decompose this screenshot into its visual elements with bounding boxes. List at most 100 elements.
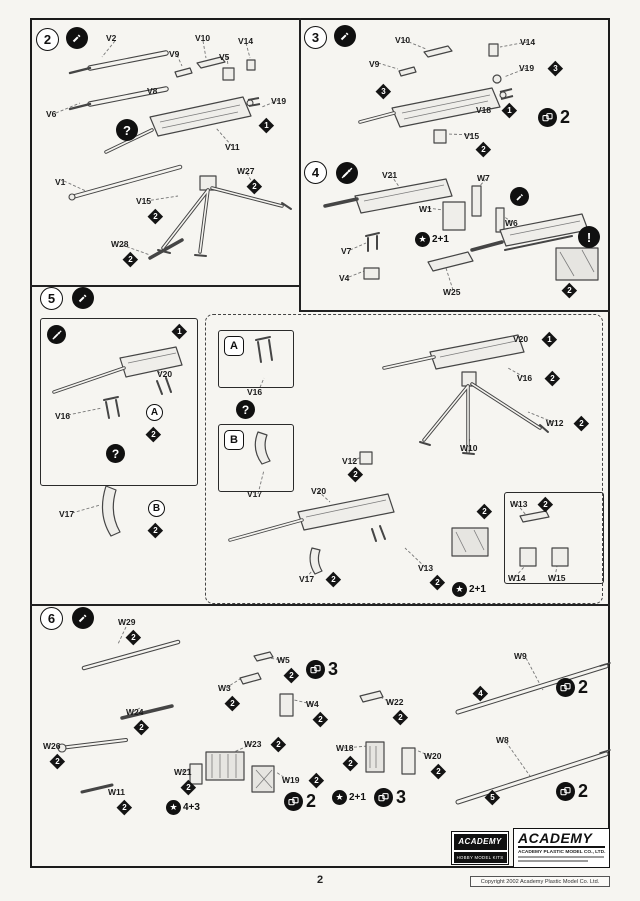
part-label-v9: V9 [369,59,380,69]
runner-diamond-2: 2 [392,709,409,726]
question-icon: ? [236,400,255,419]
star-quantity-badge: ★2+1 [332,790,366,805]
runner-diamond-2: 2 [270,736,287,753]
runner-diamond-1: 1 [501,102,518,119]
runner-diamond-2: 2 [246,178,263,195]
option-b-box [218,424,294,492]
part-label-v5: V5 [219,52,230,62]
step-6-marker: 6 [40,607,63,630]
quantity-icon [284,792,303,811]
runner-diamond-2: 2 [180,779,197,796]
star-icon: ★ [452,582,467,597]
page-frame [30,18,610,868]
academy-company-name: ACADEMY PLASTIC MODEL CO., LTD. [518,849,606,855]
runner-diamond-2: 2 [537,496,554,513]
option-a-box [218,330,294,388]
runner-diamond-2: 2 [125,629,142,646]
academy-logo-small-subtitle: HOBBY MODEL KITS [453,851,507,863]
part-label-w1: W1 [419,204,432,214]
runner-diamond-3: 3 [547,60,564,77]
academy-logo-main: ACADEMY ACADEMY PLASTIC MODEL CO., LTD. [513,828,610,868]
exclamation-icon: ! [578,226,600,248]
part-label-v13: V13 [418,563,434,573]
part-label-v19: V19 [519,63,535,73]
address-line [518,856,604,859]
runner-diamond-2: 2 [312,711,329,728]
quantity-icon [306,660,325,679]
part-label-v16: V16 [517,373,533,383]
part-label-v17: V17 [299,574,315,584]
part-label-w21: W21 [174,767,192,777]
section-divider [299,310,610,312]
runner-diamond-2: 2 [561,282,578,299]
runner-diamond-1: 1 [258,117,275,134]
glue-icon [72,287,94,309]
runner-diamond-2: 2 [347,466,364,483]
make-quantity-badge: 2 [556,782,588,801]
no-glue-icon [47,325,66,344]
step5-option-box [40,318,198,486]
part-label-w5: W5 [277,655,290,665]
star-quantity-badge: ★4+3 [166,800,200,815]
part-label-w18: W18 [336,743,354,753]
part-label-v17: V17 [247,489,263,499]
runner-diamond-2: 2 [544,370,561,387]
runner-diamond-2: 2 [325,571,342,588]
part-label-v21: V21 [382,170,398,180]
part-label-v12: V12 [342,456,358,466]
part-label-v20: V20 [513,334,529,344]
step-5-marker: 5 [40,287,63,310]
option-a-marker: A [224,336,244,356]
section-divider [30,285,299,287]
part-label-w23: W23 [244,739,262,749]
part-label-v10: V10 [195,33,211,43]
runner-diamond-2: 2 [429,574,446,591]
academy-logo-small-title: ACADEMY [453,833,507,850]
part-label-v20: V20 [157,369,173,379]
section-divider [299,18,301,311]
runner-diamond-2: 2 [133,719,150,736]
part-label-v6: V6 [46,109,57,119]
part-label-w4: W4 [306,699,319,709]
runner-diamond-2: 2 [476,503,493,520]
step-3-marker: 3 [304,26,327,49]
part-label-v1: V1 [55,177,66,187]
part-label-v7: V7 [341,246,352,256]
runner-diamond-1: 1 [171,323,188,340]
star-icon: ★ [332,790,347,805]
part-label-w27: W27 [237,166,255,176]
part-label-v14: V14 [238,36,254,46]
runner-diamond-1: 1 [541,331,558,348]
runner-diamond-3: 3 [375,83,392,100]
runner-diamond-2: 2 [49,753,66,770]
step-2-marker: 2 [36,28,59,51]
make-quantity-badge: 3 [306,660,338,679]
glue-icon [66,27,88,49]
star-icon: ★ [415,232,430,247]
part-label-w11: W11 [108,787,126,797]
star-quantity-badge: ★2+1 [415,232,449,247]
part-label-w3: W3 [218,683,231,693]
runner-diamond-5: 5 [484,789,501,806]
option-b-marker: B [148,500,165,517]
part-label-v14: V14 [520,37,536,47]
part-label-v11: V11 [225,142,240,152]
section-divider [30,604,610,606]
part-label-v16: V16 [55,411,71,421]
part-label-v9: V9 [169,49,180,59]
part-label-w9: W9 [514,651,527,661]
glue-icon [334,25,356,47]
part-label-v19: V19 [271,96,287,106]
quantity-icon [538,108,557,127]
make-quantity-badge: 2 [556,678,588,697]
question-icon: ? [116,119,138,141]
option-a-marker: A [146,404,163,421]
copyright-text: Copyright 2002 Academy Plastic Model Co.… [470,876,610,887]
runner-diamond-2: 2 [283,667,300,684]
part-label-w22: W22 [386,697,404,707]
runner-diamond-2: 2 [475,141,492,158]
runner-diamond-2: 2 [147,208,164,225]
page-number: 2 [316,874,324,886]
part-label-v2: V2 [106,33,117,43]
